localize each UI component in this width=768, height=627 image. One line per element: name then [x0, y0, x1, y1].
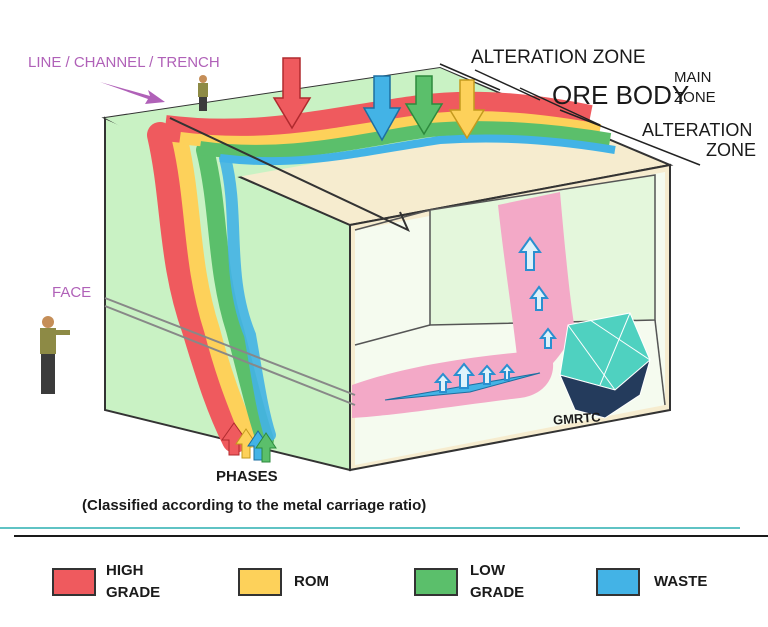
trench-line [169, 117, 411, 233]
vein-low-grade [196, 141, 274, 449]
worker-top-legs [199, 97, 207, 111]
gmrtc-logo [559, 312, 651, 419]
flow-arrow-2 [529, 285, 549, 311]
logo-line-3 [589, 319, 651, 361]
worker-top-body [198, 83, 208, 97]
vein-waste [219, 152, 276, 441]
worker-face-figure [40, 316, 70, 394]
vein-high-grade [147, 122, 248, 453]
cavity-edge-3 [654, 319, 666, 406]
legend-label-low-grade: LOW GRADE [470, 560, 524, 604]
legend-low-line1: LOW [470, 562, 505, 579]
zone-brackets [439, 63, 701, 166]
alteration-zone-label: ZONE [706, 140, 757, 160]
arrow-down-rom [448, 79, 486, 140]
legend-label-high-grade: HIGH GRADE [106, 560, 160, 604]
ore-body-label: ORE BODY [552, 80, 690, 110]
arrow-up-low [255, 432, 277, 463]
trench-pointer-arrow [100, 82, 165, 104]
arrow-down-low [404, 75, 444, 136]
logo-line-1 [567, 324, 616, 391]
top-vein-low-grade [199, 121, 612, 159]
worker-top-figure [198, 75, 208, 111]
phase-arrows-bottom [221, 422, 277, 463]
arrow-up-rom [235, 428, 257, 459]
line-channel-trench-label: LINE / CHANNEL / TRENCH [28, 54, 220, 71]
worker-face-legs [41, 354, 55, 394]
bracket-alteration-bottom [559, 109, 701, 166]
arrow-down-waste [362, 75, 402, 142]
caption-label: (Classified according to the metal carri… [82, 497, 427, 514]
bracket-main-zone [519, 87, 601, 126]
flow-arrow-1 [518, 236, 542, 271]
face-line [104, 297, 356, 406]
legend-swatch-rom [238, 568, 282, 596]
cavity-edge-1 [354, 209, 431, 231]
flow-arrow-7 [498, 363, 516, 381]
arrow-up-high [221, 422, 247, 456]
worker-face-head [42, 316, 54, 328]
gmrtc-logo-text: GMRTC [552, 409, 602, 428]
flow-arrow-5 [477, 364, 497, 385]
alteration-vertical [498, 192, 575, 385]
flow-arrow-4 [452, 362, 476, 389]
legend-swatch-waste [596, 568, 640, 596]
flow-arrows [433, 236, 558, 393]
worker-face-body [40, 328, 56, 354]
flow-arrow-3 [538, 327, 558, 349]
top-vein-waste [219, 134, 616, 166]
cavity-edge-2 [354, 324, 431, 346]
alteration-label: ALTERATION [642, 120, 753, 140]
logo-line-2 [599, 312, 631, 386]
bracket-ore-body [474, 69, 541, 101]
bracket-alteration-top [439, 63, 501, 91]
legend-label-waste: WASTE [654, 573, 708, 590]
main-label: MAIN [674, 69, 712, 86]
legend-label-rom: ROM [294, 573, 329, 590]
legend-swatch-low-grade [414, 568, 458, 596]
phases-label: PHASES [216, 468, 278, 485]
face-label: FACE [52, 284, 92, 301]
main-zone-label: ZONE [674, 89, 716, 106]
worker-face-arm [56, 330, 70, 335]
alteration-horizontal [352, 350, 554, 418]
worker-top-head [199, 75, 207, 83]
legend-high-line2: GRADE [106, 584, 161, 601]
legend-swatch-high-grade [52, 568, 96, 596]
flow-arrow-6 [433, 372, 453, 393]
alteration-zone-top-label: ALTERATION ZONE [471, 47, 646, 68]
legend-high-line1: HIGH [106, 562, 144, 579]
vein-rom [172, 132, 258, 448]
phase-arrows-top [272, 57, 486, 142]
arrow-down-high [272, 57, 312, 130]
legend-low-line2: GRADE [470, 584, 525, 601]
